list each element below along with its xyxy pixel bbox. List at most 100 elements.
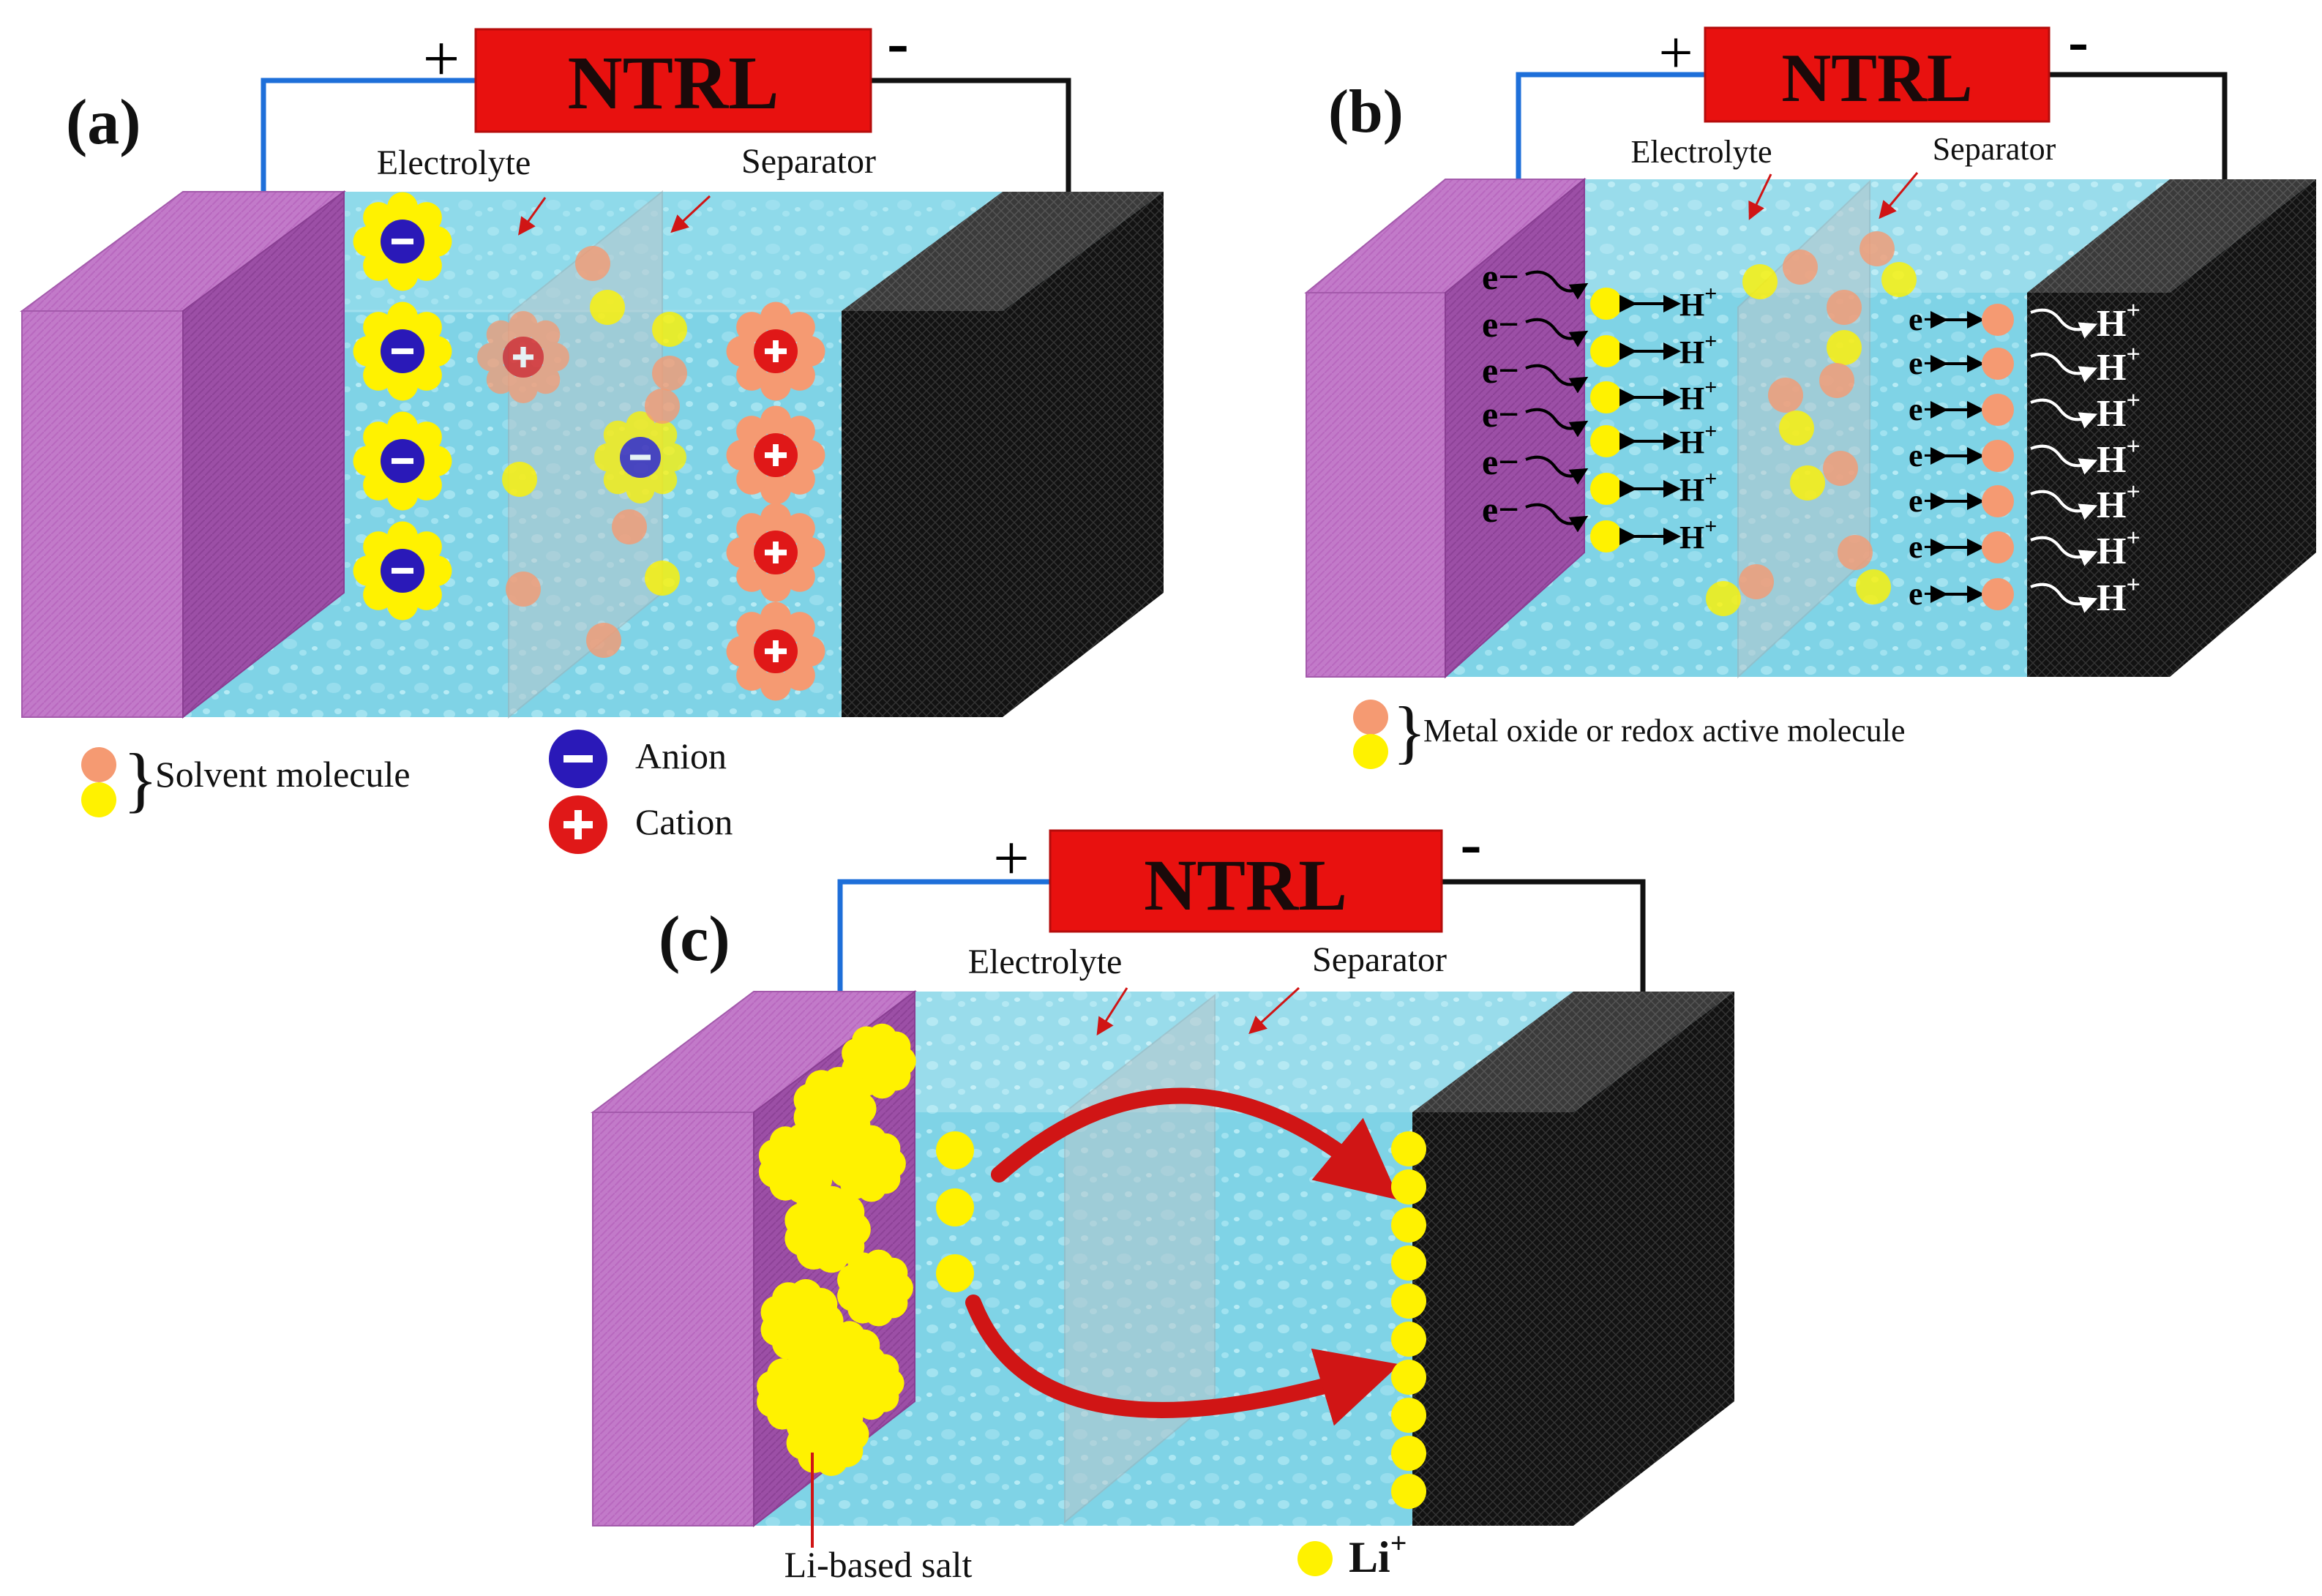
redox-molecule xyxy=(1982,394,2014,426)
redox-molecule xyxy=(1982,440,2014,472)
negative-wire xyxy=(1442,879,1646,992)
solvent-molecule xyxy=(411,579,442,610)
electron-transfer-arrow xyxy=(1525,318,1589,348)
legend-brace: } xyxy=(123,738,158,820)
solvent-molecule xyxy=(726,440,757,471)
solvent-molecule xyxy=(387,370,418,401)
plus-terminal: + xyxy=(1658,19,1693,87)
panel-b-tag: (b) xyxy=(1328,78,1404,146)
electron-transfer-arrow xyxy=(1525,364,1589,394)
lithium-ion xyxy=(1391,1169,1426,1205)
solvent-molecule xyxy=(626,411,655,441)
solvent-molecule xyxy=(594,443,623,472)
proton-release-arrow xyxy=(2030,398,2098,429)
ntrl-box xyxy=(474,28,872,133)
ntrl-box xyxy=(1049,829,1443,933)
solvent-molecule xyxy=(411,202,442,233)
electron-label: e− xyxy=(1482,394,1519,435)
solvent-molecule xyxy=(363,312,394,343)
black-electrode-front xyxy=(842,311,1003,717)
solvent-molecule xyxy=(411,469,442,501)
electron-label: e− xyxy=(1909,483,1941,519)
ntrl-label: NTRL xyxy=(1781,40,1972,116)
ntrl-box xyxy=(1704,26,2051,123)
pink-electrode-front xyxy=(1306,292,1446,678)
legend-solvent-orange xyxy=(81,747,116,782)
solvent-molecule xyxy=(590,290,625,325)
redox-molecule xyxy=(1590,473,1622,505)
solvent-molecule xyxy=(509,374,538,403)
solvent-molecule xyxy=(363,202,394,233)
pink-electrode-side xyxy=(1445,177,1585,679)
electron-label: e− xyxy=(1482,489,1519,530)
solvent-molecule xyxy=(363,579,394,610)
solvent-molecule xyxy=(506,572,541,607)
panel-a-particles xyxy=(353,192,825,701)
solvent-molecule xyxy=(353,226,384,257)
solvent-molecule xyxy=(652,356,687,391)
redox-molecule xyxy=(1823,451,1858,486)
redox-molecule xyxy=(1856,569,1891,604)
legend-orange-icon xyxy=(1353,700,1388,735)
lithium-ion xyxy=(936,1188,974,1226)
redox-molecule xyxy=(1982,578,2014,610)
separator-label: Separator xyxy=(1933,131,2056,167)
electrolyte-pointer xyxy=(1748,173,1772,220)
legend-anion-label: Anion xyxy=(635,735,727,776)
solvent-molecule xyxy=(612,509,647,544)
sign-bar xyxy=(773,542,779,563)
solvent-molecule xyxy=(784,416,815,447)
lithium-ion xyxy=(1391,1474,1426,1509)
redox-molecule xyxy=(1739,564,1774,599)
electron-label: e− xyxy=(1909,438,1941,473)
panel-a: NTRL + - (a) Electrolyte Separator } Sol… xyxy=(19,7,1164,854)
lithium-ion xyxy=(936,1131,974,1169)
electron-label: e− xyxy=(1482,350,1519,391)
salt-granule xyxy=(853,1036,903,1086)
redox-molecule xyxy=(1827,290,1862,325)
plus-terminal: + xyxy=(423,23,460,95)
pink-electrode-front xyxy=(592,1112,754,1526)
ntrl-label: NTRL xyxy=(568,41,779,125)
lithium-ion xyxy=(1391,1398,1426,1433)
redox-molecule xyxy=(1590,288,1622,320)
solvent-molecule xyxy=(736,612,768,643)
electrolyte-pointer xyxy=(518,197,547,236)
redox-molecule xyxy=(1881,262,1917,297)
lithium-ion xyxy=(936,1254,974,1292)
black-electrode-top xyxy=(1412,992,1734,1112)
solvent-molecule xyxy=(509,311,538,340)
separator-pointer xyxy=(1248,986,1300,1035)
electrolyte-label: Electrolyte xyxy=(968,943,1123,981)
solvent-molecule xyxy=(411,531,442,563)
panel-c-tag: (c) xyxy=(659,904,730,975)
solvent-molecule xyxy=(531,365,561,394)
electron-label: e− xyxy=(1909,391,1941,427)
panel-c: NTRL + - (c) Electrolyte Separator Li-ba… xyxy=(591,809,1734,1585)
solvent-molecule xyxy=(363,250,394,281)
lithium-ion xyxy=(1391,1245,1426,1281)
solvent-molecule xyxy=(760,670,791,701)
solvent-molecule xyxy=(387,521,418,552)
proton-release-arrow xyxy=(2030,490,2098,520)
solvent-molecule xyxy=(760,405,791,437)
proton-label: H+ xyxy=(2097,479,2141,526)
solvent-molecule xyxy=(421,446,452,476)
electron-transfer-arrow xyxy=(1525,270,1589,300)
lithium-ion xyxy=(1391,1360,1426,1395)
electrolyte-label: Electrolyte xyxy=(1630,134,1772,170)
solvent-molecule xyxy=(657,443,687,472)
proton-label: H+ xyxy=(1679,419,1717,460)
redox-molecule xyxy=(1790,465,1825,501)
solvent-molecule xyxy=(794,636,825,667)
proton-release-arrow xyxy=(2030,352,2098,383)
sign-bar xyxy=(630,454,651,460)
solvent-molecule xyxy=(645,389,680,424)
salt-granule xyxy=(799,1406,855,1462)
redox-molecule xyxy=(1982,531,2014,563)
electron-label: e− xyxy=(1482,304,1519,345)
positive-wire xyxy=(261,78,476,192)
solvent-molecule xyxy=(387,411,418,443)
redox-molecule xyxy=(1768,378,1803,413)
